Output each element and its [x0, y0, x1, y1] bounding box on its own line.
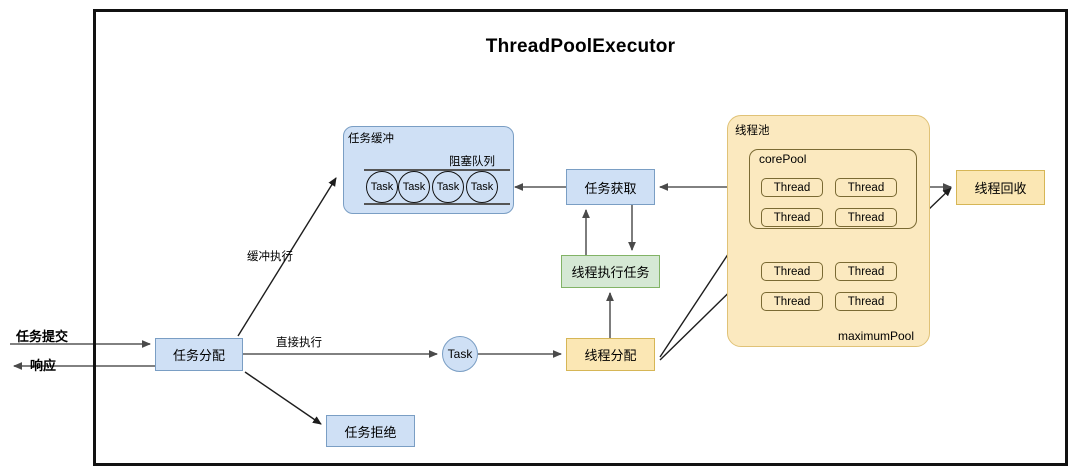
core-pool-label: corePool	[759, 152, 807, 166]
blocking-queue-title: 阻塞队列	[449, 156, 495, 168]
node-thread-allocation[interactable]: 线程分配	[566, 338, 655, 371]
queue-task-circle[interactable]: Task	[432, 171, 464, 203]
queue-rail-bottom	[364, 203, 510, 205]
label-response: 响应	[30, 358, 57, 373]
thread-chip[interactable]: Thread	[761, 292, 823, 311]
node-task-allocation[interactable]: 任务分配	[155, 338, 243, 371]
thread-chip[interactable]: Thread	[761, 262, 823, 281]
label-buffered-execution: 缓冲执行	[247, 251, 293, 263]
blocking-queue-rails: Task Task Task Task	[364, 169, 510, 205]
node-task-circle[interactable]: Task	[442, 336, 478, 372]
thread-chip[interactable]: Thread	[835, 178, 897, 197]
node-thread-execute-task[interactable]: 线程执行任务	[561, 255, 660, 288]
queue-rail-top	[364, 169, 510, 171]
label-task-submit: 任务提交	[16, 329, 69, 344]
node-thread-recycle[interactable]: 线程回收	[956, 170, 1045, 205]
thread-chip[interactable]: Thread	[835, 262, 897, 281]
queue-task-circle[interactable]: Task	[398, 171, 430, 203]
queue-task-circle[interactable]: Task	[466, 171, 498, 203]
thread-chip[interactable]: Thread	[835, 208, 897, 227]
thread-chip[interactable]: Thread	[761, 208, 823, 227]
container-core-pool	[749, 149, 917, 229]
node-task-reject[interactable]: 任务拒绝	[326, 415, 415, 447]
task-buffer-title: 任务缓冲	[348, 133, 394, 145]
thread-chip[interactable]: Thread	[835, 292, 897, 311]
page-title: ThreadPoolExecutor	[485, 36, 676, 57]
diagram-outer-frame	[93, 9, 1068, 466]
node-task-fetch[interactable]: 任务获取	[566, 169, 655, 205]
queue-task-circle[interactable]: Task	[366, 171, 398, 203]
label-direct-execution: 直接执行	[276, 337, 322, 349]
thread-pool-title: 线程池	[735, 125, 770, 137]
maximum-pool-label: maximumPool	[838, 329, 915, 343]
thread-chip[interactable]: Thread	[761, 178, 823, 197]
